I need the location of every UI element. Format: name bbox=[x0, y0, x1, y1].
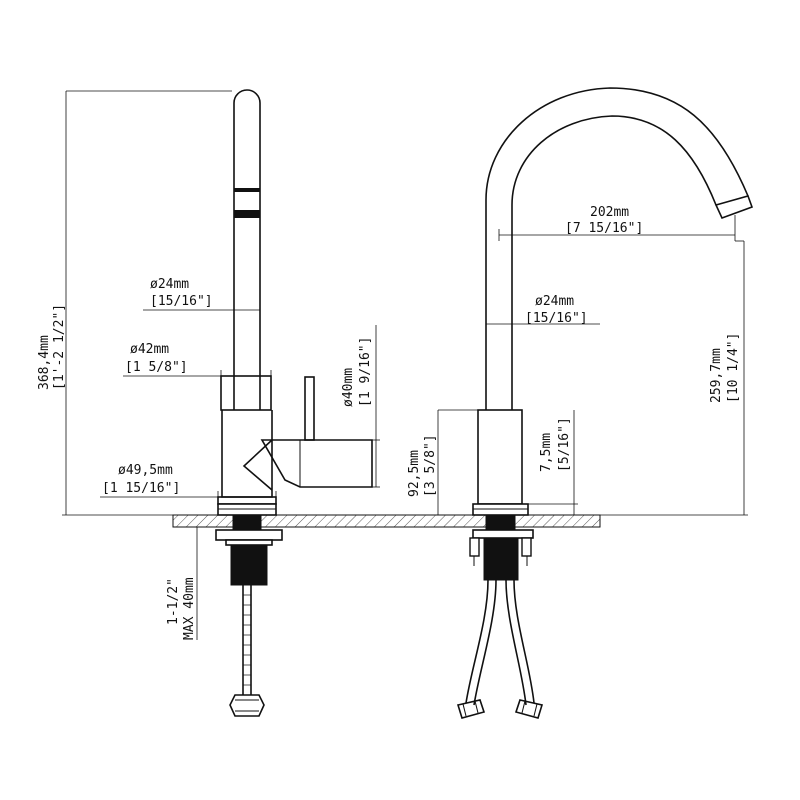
right-hose-nut-right bbox=[514, 699, 544, 719]
dimension-labels: 368,4mm [1'-2 1/2"] ø24mm [15/16"] ø42mm… bbox=[37, 205, 741, 640]
left-handle-cylinder bbox=[260, 439, 373, 488]
reach-in-label: [7 15/16"] bbox=[565, 221, 643, 236]
reach-mm-label: 202mm bbox=[590, 205, 629, 220]
handle-dia-in-label: [1 9/16"] bbox=[358, 337, 373, 407]
body-height-in-label: [3 5/8"] bbox=[423, 434, 438, 497]
left-faucet-body bbox=[220, 375, 272, 411]
left-faucet-side-view bbox=[215, 89, 373, 717]
left-supply-hose bbox=[242, 585, 252, 695]
left-spout-tube bbox=[233, 89, 261, 410]
right-supply-hose-left bbox=[465, 579, 497, 706]
body-dia-in-label: [1 5/8"] bbox=[125, 360, 188, 375]
base-height-in-label: [5/16"] bbox=[557, 417, 572, 472]
base-dia-in-label: [1 15/16"] bbox=[102, 481, 180, 496]
spout-dia-in-label: [15/16"] bbox=[150, 294, 213, 309]
base-height-mm-label: 7,5mm bbox=[539, 433, 554, 472]
base-dia-mm-label: ø49,5mm bbox=[118, 463, 173, 478]
max-thickness-label: MAX 40mm bbox=[182, 577, 197, 640]
right-spout-tip bbox=[714, 195, 754, 220]
left-height-mm-label: 368,4mm bbox=[37, 335, 52, 390]
body-height-mm-label: 92,5mm bbox=[407, 450, 422, 497]
left-height-in-label: [1'-2 1/2"] bbox=[52, 304, 67, 390]
hole-size-label: 1-1/2" bbox=[166, 578, 181, 625]
dimension-lines bbox=[62, 90, 748, 640]
left-handle-lever bbox=[304, 376, 315, 441]
right-spout-dia-in-label: [15/16"] bbox=[525, 311, 588, 326]
handle-dia-mm-label: ø40mm bbox=[341, 368, 356, 407]
spout-height-mm-label: 259,7mm bbox=[709, 348, 724, 403]
spout-height-in-label: [10 1/4"] bbox=[726, 333, 741, 403]
left-hose-nut bbox=[229, 694, 265, 717]
body-dia-mm-label: ø42mm bbox=[130, 342, 169, 357]
right-supply-hose-right bbox=[505, 579, 535, 706]
right-faucet-body bbox=[477, 409, 523, 505]
right-hose-nut-left bbox=[456, 699, 486, 719]
right-gooseneck-spout bbox=[485, 87, 749, 410]
right-faucet-front-view bbox=[456, 87, 754, 719]
left-aerator bbox=[234, 188, 260, 192]
spout-dia-mm-label: ø24mm bbox=[150, 277, 189, 292]
right-spout-dia-mm-label: ø24mm bbox=[535, 294, 574, 309]
